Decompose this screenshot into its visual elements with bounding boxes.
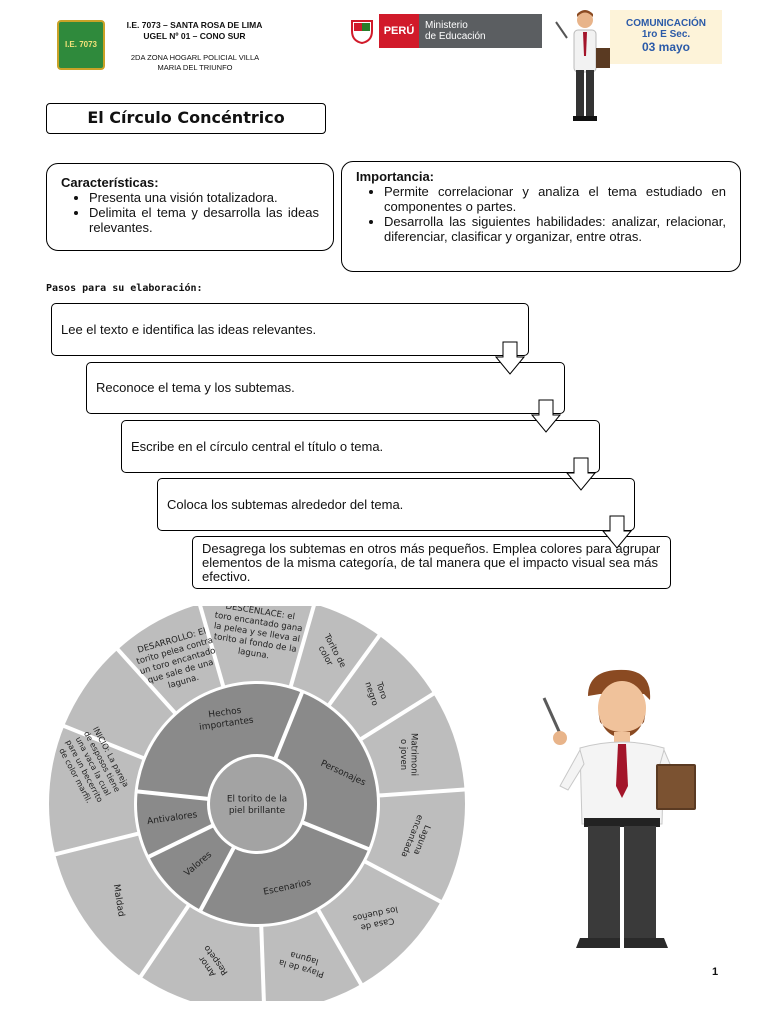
down-arrow-icon: [602, 515, 632, 549]
importance-list: Permite correlacionar y analiza el tema …: [356, 184, 726, 244]
step-text: Coloca los subtemas alrededor del tema.: [167, 496, 404, 512]
outer-divider: [259, 923, 266, 1001]
course-grade: 1ro E Sec.: [641, 29, 691, 40]
middle-divider: [135, 789, 211, 802]
address-line-2: MARIA DEL TRIUNFO: [157, 63, 233, 72]
outer-divider: [137, 902, 192, 980]
outer-divider: [315, 906, 364, 987]
importance-heading: Importancia:: [356, 169, 435, 184]
page-title: El Círculo Concéntrico: [46, 103, 326, 134]
down-arrow-icon: [531, 399, 561, 433]
ministry-line-2: de Educación: [425, 31, 486, 42]
middle-divider: [272, 690, 305, 762]
step-5: Desagrega los subtemas en otros más pequ…: [192, 536, 671, 589]
course-name: COMUNICACIÓN: [626, 18, 706, 29]
step-2: Reconoce el tema y los subtemas.: [86, 362, 565, 414]
outer-divider: [114, 646, 179, 717]
down-arrow-icon: [566, 457, 596, 491]
feature-item: Delimita el tema y desarrolla las ideas …: [89, 205, 319, 235]
middle-divider: [197, 844, 237, 913]
middle-divider: [146, 822, 216, 860]
step-text: Escribe en el círculo central el título …: [131, 438, 384, 454]
school-logo-text: I.E. 7073: [64, 40, 98, 49]
outer-ring-label: Matrimonio joven: [398, 733, 419, 776]
outer-divider: [52, 831, 142, 857]
outer-divider: [198, 606, 226, 690]
teacher-small-illustration: [555, 10, 610, 121]
ugel-name: UGEL Nº 01 – CONO SUR: [143, 31, 246, 41]
outer-divider: [376, 787, 467, 798]
peru-shield-icon: [345, 14, 379, 48]
step-text: Lee el texto e identifica las ideas rele…: [61, 321, 317, 337]
features-box: Características: Presenta una visión tot…: [46, 163, 334, 251]
school-name: I.E. 7073 – SANTA ROSA DE LIMA: [126, 20, 263, 30]
importance-box: Importancia: Permite correlacionar y ana…: [341, 161, 741, 272]
outer-ring-label: Torito decolor: [312, 632, 348, 675]
step-text: Desagrega los subtemas en otros más pequ…: [202, 541, 661, 584]
center-disc: [210, 757, 304, 851]
address-line-1: 2DA ZONA HOGARL POLICIAL VILLA: [130, 53, 260, 62]
ministry-logo: PERÚ Ministerio de Educación: [345, 14, 542, 48]
importance-item: Desarrolla las siguientes habilidades: a…: [384, 214, 726, 244]
down-arrow-icon: [495, 341, 525, 375]
outer-divider: [61, 723, 147, 761]
outer-divider: [288, 606, 316, 690]
school-address: 2DA ZONA HOGARL POLICIAL VILLA MARIA DEL…: [120, 53, 270, 73]
step-3: Escribe en el círculo central el título …: [121, 420, 600, 473]
center-circle: [207, 754, 307, 854]
peru-label: PERÚ: [379, 14, 419, 48]
importance-item: Permite correlacionar y analiza el tema …: [384, 184, 726, 214]
outer-divider: [362, 858, 444, 905]
outer-divider: [325, 632, 383, 709]
steps-heading: Pasos para su elaboración:: [46, 283, 203, 294]
outer-divider: [357, 691, 437, 743]
step-1: Lee el texto e identifica las ideas rele…: [51, 303, 529, 356]
features-heading: Características:: [61, 175, 159, 190]
course-date: 03 mayo: [641, 40, 691, 54]
features-list: Presenta una visión totalizadora. Delimi…: [61, 190, 319, 235]
teacher-illustration: [542, 669, 696, 948]
school-heading: I.E. 7073 – SANTA ROSA DE LIMA UGEL Nº 0…: [112, 20, 277, 42]
page-number: 1: [712, 966, 719, 978]
course-info-box: COMUNICACIÓN 1ro E Sec. 03 mayo: [610, 10, 722, 64]
ministry-line-1: Ministerio: [425, 20, 468, 31]
ministry-name: Ministerio de Educación: [419, 14, 542, 48]
step-text: Reconoce el tema y los subtemas.: [96, 380, 295, 395]
school-logo: I.E. 7073: [57, 20, 105, 70]
step-4: Coloca los subtemas alrededor del tema.: [157, 478, 635, 531]
feature-item: Presenta una visión totalizadora.: [89, 190, 319, 205]
middle-divider: [299, 819, 371, 852]
